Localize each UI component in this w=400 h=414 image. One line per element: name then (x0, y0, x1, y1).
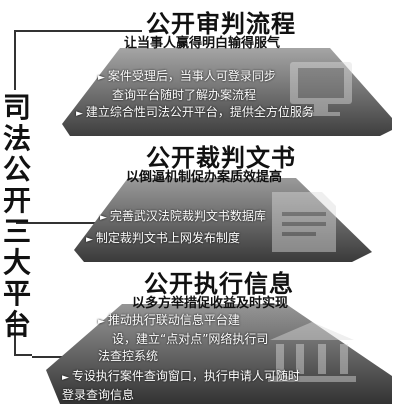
section-2-title: 公开裁判文书 (146, 144, 296, 172)
connector-line-2 (16, 222, 116, 224)
panel-3 (46, 304, 392, 404)
section-2-bullet-1: ►完善武汉法院裁判文书数据库 (100, 209, 266, 223)
monitor-icon (290, 62, 352, 116)
section-3-subtitle: 以多方举措促收益及时实现 (132, 296, 289, 311)
side-title-char: 台 (2, 308, 31, 341)
bullet-arrow-icon: ► (100, 213, 107, 223)
side-title-char: 三 (2, 215, 31, 248)
bullet-arrow-icon: ► (86, 235, 93, 245)
side-title-char: 开 (2, 184, 31, 217)
document-icon (272, 192, 336, 252)
section-3-title: 公开执行信息 (144, 270, 294, 298)
bullet-arrow-icon: ► (98, 317, 105, 327)
courthouse-icon (268, 322, 356, 382)
side-title-char: 法 (2, 122, 31, 155)
section-3-bullet-1: ►推动执行联动信息平台建 设，建立“点对点”网络执行司 法查控系统 (98, 313, 269, 363)
section-1-bullet-1: ►案件受理后，当事人可登录同步 查询平台随时了解办案流程 (98, 69, 276, 102)
connector-line-1 (32, 30, 142, 32)
side-title-char: 司 (2, 91, 31, 124)
bullet-arrow-icon: ► (98, 73, 105, 83)
side-title-char: 大 (2, 246, 31, 279)
bracket-bottom (14, 312, 32, 356)
section-3-bullet-2: ►专设执行案件查询窗口，执行申请人可随时 登录查询信息 (62, 369, 300, 402)
panel-1 (62, 48, 392, 136)
section-1-bullet-2: ►建立综合性司法公开平台，提供全方位服务 (76, 105, 314, 119)
side-title: 司 法 公 开 三 大 平 台 (2, 92, 32, 340)
side-title-char: 公 (2, 153, 31, 186)
section-2-subtitle: 以倒逼机制促办案质效提高 (126, 170, 283, 185)
section-1-title: 公开审判流程 (146, 10, 296, 38)
side-title-char: 平 (2, 277, 31, 310)
bullet-arrow-icon: ► (62, 373, 69, 383)
panel-2 (74, 178, 372, 262)
bullet-arrow-icon: ► (76, 109, 83, 119)
connector-line-3 (32, 356, 62, 358)
bracket-top (14, 30, 32, 90)
section-2-bullet-2: ►制定裁判文书上网发布制度 (86, 231, 240, 245)
section-1-subtitle: 让当事人赢得明白输得服气 (124, 36, 281, 51)
